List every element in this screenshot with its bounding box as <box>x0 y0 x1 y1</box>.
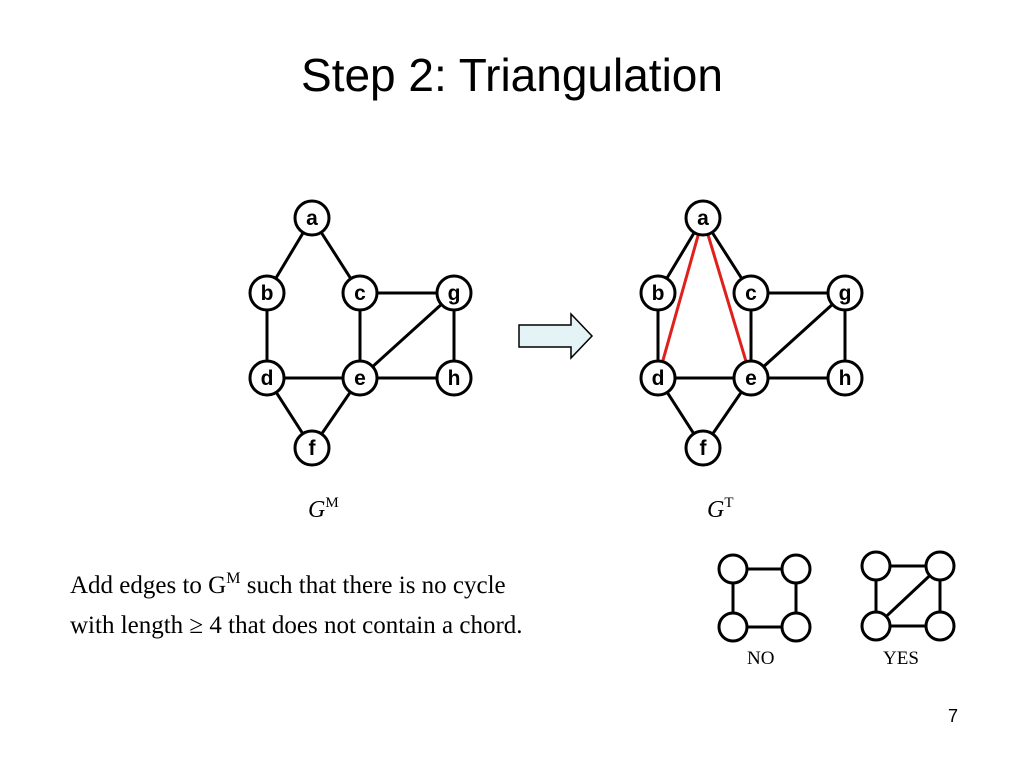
node-circle <box>684 429 722 467</box>
node-label: e <box>354 367 366 390</box>
node-label: b <box>261 282 274 305</box>
node-label: b <box>652 282 665 305</box>
label-yes: YES <box>883 648 919 669</box>
node-b: b <box>248 274 286 312</box>
graph-gm: a b c g d e h f <box>248 199 473 467</box>
explanation-line-1: Add edges to GM such that there is no cy… <box>70 570 506 599</box>
node-circle <box>435 359 473 397</box>
node-label: c <box>354 282 366 305</box>
example-with-chord <box>860 550 956 642</box>
square-node <box>924 550 956 582</box>
node-circle <box>684 199 722 237</box>
node-label: e <box>745 367 757 390</box>
square-node <box>780 553 812 585</box>
node-circle <box>248 274 286 312</box>
node-f: f <box>684 429 722 467</box>
node-label: h <box>448 367 461 390</box>
square-node <box>860 550 892 582</box>
node-a: a <box>293 199 331 237</box>
square-node <box>860 610 892 642</box>
node-label: g <box>839 282 852 305</box>
added-edge-a-d <box>656 217 705 379</box>
node-circle <box>435 274 473 312</box>
caption-gm: GM <box>308 495 339 523</box>
node-label: a <box>306 207 318 230</box>
node-e: e <box>732 359 770 397</box>
node-g: g <box>826 274 864 312</box>
explanation-text: Add edges to GM such that there is no cy… <box>70 566 523 646</box>
node-circle <box>639 274 677 312</box>
node-circle <box>248 359 286 397</box>
node-label: c <box>745 282 757 305</box>
caption-gt: GT <box>707 495 734 523</box>
node-h: h <box>435 359 473 397</box>
node-circle <box>341 359 379 397</box>
node-circle <box>826 274 864 312</box>
node-circle <box>293 199 331 237</box>
square-node <box>924 610 956 642</box>
node-label: d <box>261 367 274 390</box>
node-label: h <box>839 367 852 390</box>
node-e: e <box>341 359 379 397</box>
square-node <box>717 553 749 585</box>
example-no-chord <box>717 553 812 643</box>
node-b: b <box>639 274 677 312</box>
right-arrow-icon <box>518 312 594 360</box>
node-g: g <box>435 274 473 312</box>
node-label: f <box>700 437 708 460</box>
square-node <box>717 611 749 643</box>
edge-g-e <box>749 291 847 380</box>
node-d: d <box>248 359 286 397</box>
explanation-line-2: with length ≥ 4 that does not contain a … <box>70 612 523 639</box>
node-c: c <box>341 274 379 312</box>
page-number: 7 <box>948 706 959 726</box>
node-h: h <box>826 359 864 397</box>
node-circle <box>732 274 770 312</box>
graph-gt: a b c g d e h f <box>639 199 864 467</box>
label-no: NO <box>747 648 774 669</box>
node-label: a <box>697 207 709 230</box>
node-circle <box>293 429 331 467</box>
node-circle <box>341 274 379 312</box>
node-c: c <box>732 274 770 312</box>
node-circle <box>639 359 677 397</box>
node-label: g <box>448 282 461 305</box>
node-a: a <box>684 199 722 237</box>
added-edge-a-e <box>701 217 753 379</box>
node-label: d <box>652 367 665 390</box>
node-circle <box>732 359 770 397</box>
slide-title: Step 2: Triangulation <box>301 49 723 101</box>
node-label: f <box>309 437 317 460</box>
square-node <box>780 611 812 643</box>
node-d: d <box>639 359 677 397</box>
node-f: f <box>293 429 331 467</box>
edge-g-e <box>358 291 456 380</box>
node-circle <box>826 359 864 397</box>
